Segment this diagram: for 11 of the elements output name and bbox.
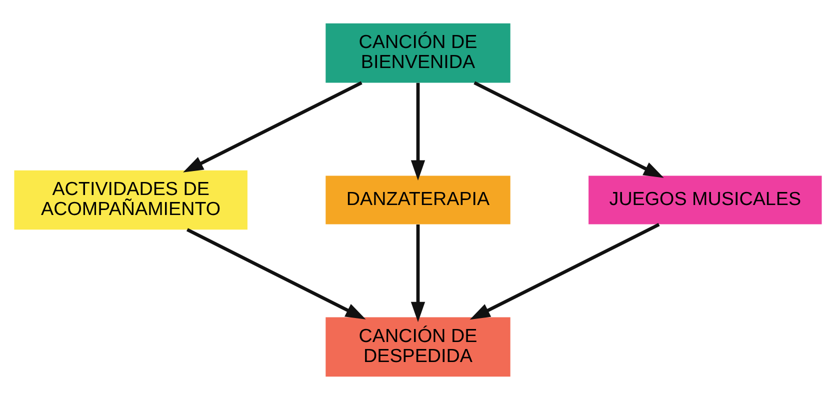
node-box: CANCIÓN DE DESPEDIDA bbox=[326, 317, 510, 377]
arrow bbox=[186, 228, 366, 320]
node-box: JUEGOS MUSICALES bbox=[588, 176, 822, 224]
arrow bbox=[474, 81, 664, 178]
arrow bbox=[470, 223, 660, 320]
node-box: CANCIÓN DE BIENVENIDA bbox=[326, 23, 510, 83]
arrow bbox=[410, 224, 426, 322]
node-box: DANZATERAPIA bbox=[326, 176, 510, 224]
arrow bbox=[410, 82, 426, 181]
node-box: ACTIVIDADES DE ACOMPAÑAMIENTO bbox=[14, 170, 248, 230]
arrow bbox=[183, 81, 362, 172]
